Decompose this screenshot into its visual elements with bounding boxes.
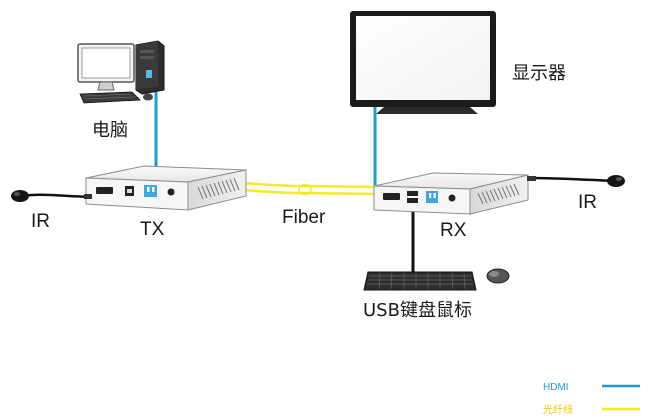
legend: HDMI 光纤线	[543, 382, 640, 416]
ir-cable-left	[21, 193, 93, 199]
computer-label: 电脑	[92, 120, 128, 141]
tx-dip-switch	[144, 185, 157, 197]
rx-label: RX	[440, 220, 467, 241]
ir-emitter-icon	[527, 175, 625, 187]
rx-extender-box	[373, 172, 529, 215]
keyboard-icon	[363, 271, 477, 291]
monitor-icon	[350, 11, 496, 114]
tx-label: TX	[140, 219, 165, 240]
ir-left-label: IR	[31, 211, 50, 232]
desktop-computer-icon	[77, 40, 165, 104]
rx-hdmi-port	[383, 193, 400, 200]
mouse-icon	[486, 268, 510, 284]
legend-fiber-label: 光纤线	[543, 403, 573, 416]
monitor-label: 显示器	[512, 63, 566, 84]
fiber-label: Fiber	[282, 207, 326, 228]
ir-cable-right	[524, 176, 617, 183]
rx-usb-port-2	[407, 198, 418, 203]
tx-extender-box	[85, 165, 247, 211]
rx-ir-jack	[448, 194, 456, 202]
fiber-cable	[241, 181, 379, 196]
ir-right-label: IR	[578, 192, 597, 213]
usb-keyboard-mouse-label: USB键盘鼠标	[363, 300, 472, 321]
tx-ir-jack	[167, 188, 175, 196]
rx-usb-port-1	[407, 191, 418, 196]
rx-dip-switch	[426, 191, 438, 203]
tx-hdmi-port	[96, 187, 113, 194]
legend-hdmi-label: HDMI	[543, 382, 569, 393]
ir-receiver-icon	[11, 190, 92, 202]
